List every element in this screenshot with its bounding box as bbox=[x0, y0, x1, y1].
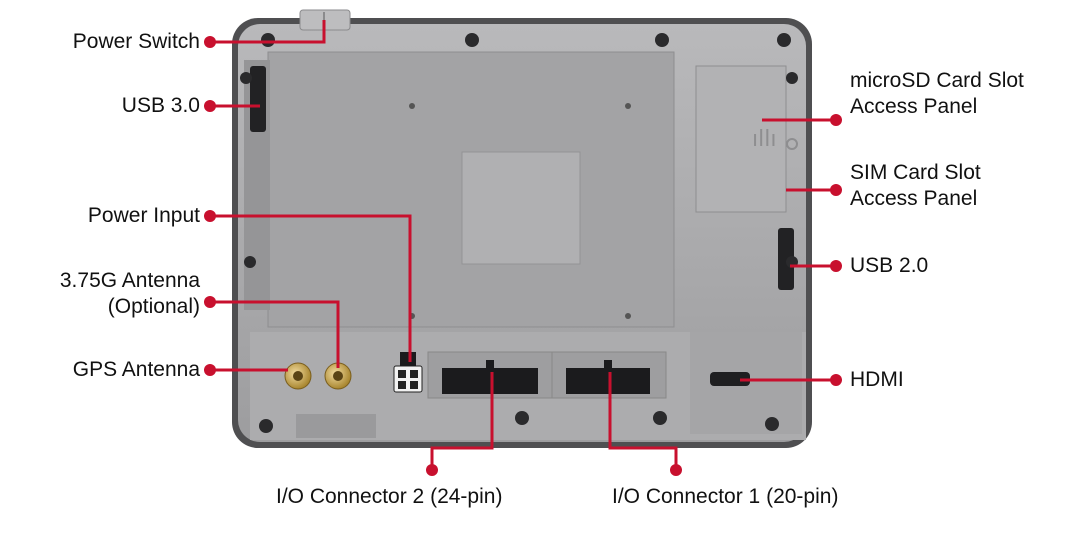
usb-2-0-label: USB 2.0 bbox=[850, 254, 929, 277]
label-power-switch: Power Switch bbox=[20, 29, 200, 55]
io-connector-1-label: I/O Connector 1 (20-pin) bbox=[612, 485, 839, 508]
microsd-access-panel[interactable] bbox=[695, 65, 787, 213]
sim-label-line1: SIM Card Slot bbox=[850, 161, 981, 184]
label-power-input: Power Input bbox=[20, 203, 200, 229]
label-hdmi: HDMI bbox=[850, 367, 904, 393]
io-connector-2-label: I/O Connector 2 (24-pin) bbox=[276, 485, 503, 508]
label-usb-3-0: USB 3.0 bbox=[20, 93, 200, 119]
svg-text:ıllı: ıllı bbox=[752, 127, 776, 152]
antenna-375g-label-line1: 3.75G Antenna bbox=[59, 269, 200, 292]
usb-3-0-label: USB 3.0 bbox=[121, 94, 200, 117]
io-connector-1[interactable] bbox=[566, 368, 650, 394]
screw-holes bbox=[240, 33, 798, 433]
usb-3-0-port[interactable] bbox=[250, 66, 266, 132]
usb-2-0-port[interactable] bbox=[778, 228, 794, 290]
label-gps-antenna: GPS Antenna bbox=[20, 357, 200, 383]
label-io-connector-2: I/O Connector 2 (24-pin) bbox=[276, 484, 502, 510]
power-switch-label: Power Switch bbox=[72, 30, 200, 53]
antenna-375g-label-line2: (Optional) bbox=[107, 295, 200, 318]
callout-dots bbox=[204, 36, 842, 476]
microsd-label-line2: Access Panel bbox=[850, 95, 978, 118]
power-input-label: Power Input bbox=[87, 204, 200, 227]
label-sim: SIM Card Slot Access Panel bbox=[850, 160, 981, 212]
label-microsd: microSD Card Slot Access Panel bbox=[850, 68, 1024, 120]
vent-grille bbox=[296, 414, 376, 438]
gps-antenna-label: GPS Antenna bbox=[72, 358, 200, 381]
io-connector-2[interactable] bbox=[442, 368, 538, 394]
sim-label-line2: Access Panel bbox=[850, 187, 978, 210]
label-io-connector-1: I/O Connector 1 (20-pin) bbox=[612, 484, 838, 510]
label-375g-antenna: 3.75G Antenna (Optional) bbox=[20, 268, 200, 320]
label-usb-2-0: USB 2.0 bbox=[850, 253, 928, 279]
callout-lines bbox=[214, 20, 834, 466]
microsd-label-line1: microSD Card Slot bbox=[850, 69, 1024, 92]
hdmi-port[interactable] bbox=[710, 372, 750, 386]
hdmi-label: HDMI bbox=[850, 368, 904, 391]
center-label-area bbox=[461, 151, 581, 265]
